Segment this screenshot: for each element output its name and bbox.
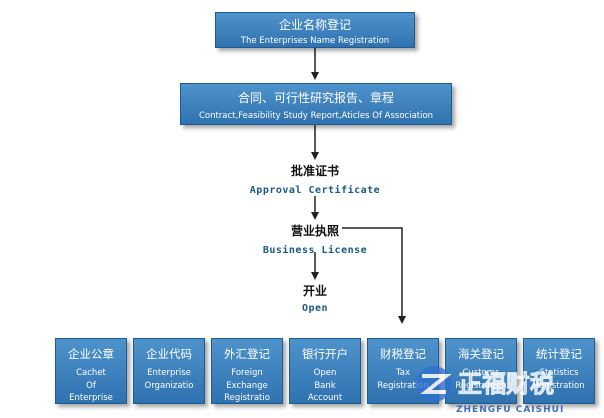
reg-en-line: Statistics (539, 368, 579, 378)
reg-en-line: Tax (395, 368, 411, 378)
reg-en-line: Registration (533, 380, 585, 391)
watermark-logo: 正福财税 ZHENGFU CAISHUI (416, 366, 564, 415)
reg-en-line: Exchange (226, 380, 268, 391)
reg-statistics: 统计登记 Statistics Registration (523, 338, 595, 404)
step-contract: 合同、可行性研究报告、章程 Contract,Feasibility Study… (180, 83, 452, 125)
reg-forex-en: Foreign Exchange Registratio (212, 367, 282, 405)
reg-tax-en: Tax Registration (368, 367, 438, 392)
reg-en-line: Account (307, 393, 343, 403)
reg-forex: 外汇登记 Foreign Exchange Registratio (211, 338, 283, 404)
reg-tax-cn: 财税登记 (380, 347, 426, 361)
watermark-text: 正福财税 (458, 370, 554, 398)
reg-customs-cn: 海关登记 (458, 347, 504, 361)
reg-company-code-en: Enterprise Organizatio (134, 367, 204, 392)
step-open-en: Open (301, 303, 329, 314)
reg-en-line: Customs (462, 368, 500, 378)
arrow-license-to-tax (342, 227, 406, 324)
step-open: 开业 Open (265, 282, 365, 314)
reg-company-code-cn: 企业代码 (146, 347, 192, 361)
reg-en-line: Registratio (224, 393, 270, 403)
step-name-en: The Enterprises Name Registration (240, 36, 390, 46)
reg-company-code: 企业代码 Enterprise Organizatio (133, 338, 205, 404)
reg-statistics-cn: 统计登记 (536, 347, 582, 361)
reg-company-seal: 企业公章 Cachet Of Enterprise (55, 338, 127, 404)
reg-company-seal-en: Cachet Of Enterprise (56, 367, 126, 405)
watermark-subtext: ZHENGFU CAISHUI (456, 405, 564, 415)
step-approval: 批准证书 Approval Certificate (215, 162, 415, 196)
reg-en-line: Foreign (231, 368, 263, 378)
step-contract-cn: 合同、可行性研究报告、章程 (237, 91, 394, 105)
reg-bank-account-cn: 银行开户 (302, 347, 348, 361)
reg-bank-account-en: Open Bank Account (290, 367, 360, 405)
reg-customs-en: Customs Registration (446, 367, 516, 392)
step-approval-en: Approval Certificate (249, 185, 381, 196)
step-name-cn: 企业名称登记 (278, 18, 351, 32)
reg-en-line: Enterprise (147, 368, 191, 378)
reg-forex-cn: 外汇登记 (224, 347, 270, 361)
reg-en-line: Bank (314, 380, 336, 391)
reg-en-line: Cachet (76, 368, 106, 378)
step-license-en: Business License (262, 245, 368, 256)
step-contract-en: Contract,Feasibility Study Report,Aticle… (198, 111, 434, 121)
step-license: 营业执照 Business License (215, 222, 415, 256)
step-open-cn: 开业 (302, 284, 327, 298)
step-approval-cn: 批准证书 (290, 164, 339, 178)
reg-en-line: Of (86, 380, 96, 391)
reg-customs: 海关登记 Customs Registration (445, 338, 517, 404)
step-license-cn: 营业执照 (290, 224, 339, 238)
reg-statistics-en: Statistics Registration (524, 367, 594, 392)
watermark-z-icon (420, 374, 452, 394)
reg-bank-account: 银行开户 Open Bank Account (289, 338, 361, 404)
reg-en-line: Open (313, 368, 337, 378)
reg-en-line: Enterprise (69, 393, 113, 403)
step-name-registration: 企业名称登记 The Enterprises Name Registration (215, 12, 415, 48)
reg-en-line: Registration (377, 380, 429, 391)
reg-en-line: Organizatio (144, 380, 194, 391)
reg-en-line: Registration (455, 380, 507, 391)
reg-company-seal-cn: 企业公章 (68, 347, 114, 361)
